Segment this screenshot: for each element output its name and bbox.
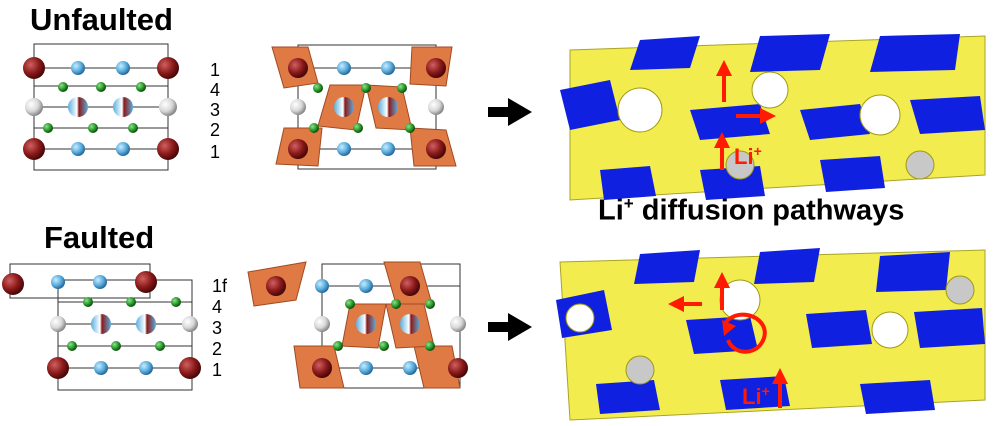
- unfaulted-layer-label: 2: [210, 120, 221, 140]
- unfaulted-layer-label: 1: [210, 142, 221, 162]
- faulted-layer-label: 4: [212, 297, 223, 317]
- right-arrow-icon: [488, 313, 532, 341]
- right-arrow-icon: [488, 98, 532, 126]
- pathways-title: Li+ diffusion pathways: [598, 194, 905, 227]
- unfaulted-polyhedra: [271, 44, 457, 170]
- faulted-polyhedra: [247, 261, 468, 389]
- faulted-layer-label: 1: [212, 360, 223, 380]
- faulted-layer-label: 3: [212, 318, 223, 338]
- faulted-title: Faulted: [44, 220, 155, 255]
- unfaulted-layer-label: 3: [210, 100, 221, 120]
- faulted-unit-cell: [2, 263, 201, 391]
- unfaulted-title: Unfaulted: [30, 2, 173, 37]
- faulted-layer-label: 2: [212, 339, 223, 359]
- unfaulted-layer-label: 1: [210, 60, 221, 80]
- li-ion-label: Li+: [734, 143, 762, 169]
- unfaulted-unit-cell: [23, 43, 179, 171]
- unfaulted-layer-label: 4: [210, 80, 221, 100]
- unfaulted-isosurface: [560, 34, 986, 201]
- faulted-isosurface: [556, 248, 986, 421]
- li-ion-label: Li+: [742, 383, 770, 409]
- faulted-layer-label: 1f: [212, 276, 228, 296]
